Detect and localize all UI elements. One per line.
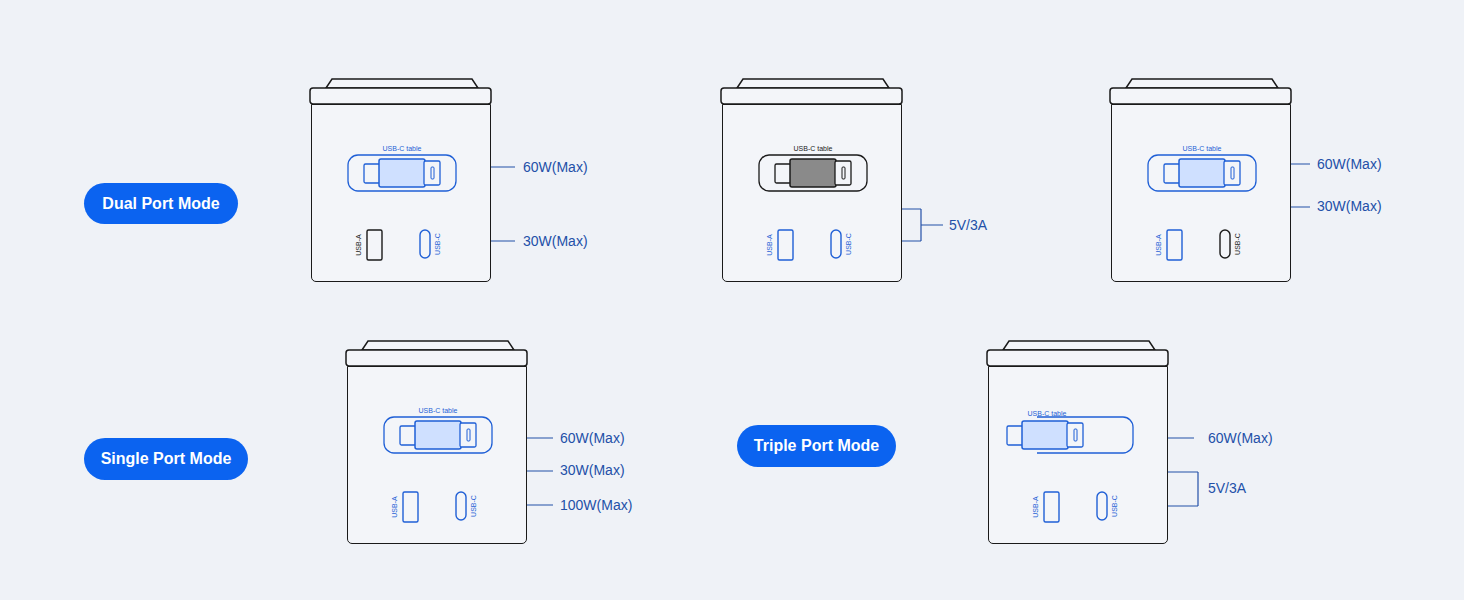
mode-label: Dual Port Mode <box>102 195 219 213</box>
port-label: USB-C <box>1111 495 1118 517</box>
slot-label: USB-C table <box>383 145 422 152</box>
power-callout: 100W(Max) <box>560 497 632 513</box>
usb-c-port <box>1220 230 1230 258</box>
charger-body: USB-C tableUSB-A USB-C <box>347 366 527 544</box>
usb-a-port <box>1167 230 1182 260</box>
slot-label: USB-C table <box>1028 410 1067 417</box>
port-label: USB-A <box>766 234 773 255</box>
slot-label: USB-C table <box>1183 145 1222 152</box>
power-callout: 5V/3A <box>1208 480 1246 496</box>
charger-body: USB-C tableUSB-A USB-C <box>988 366 1168 544</box>
power-callout: 30W(Max) <box>523 233 588 249</box>
charger-drawing <box>312 105 492 283</box>
port-label: USB-A <box>391 496 398 517</box>
port-label: USB-A <box>1155 234 1162 255</box>
power-callout: 60W(Max) <box>523 159 588 175</box>
mode-pill: Triple Port Mode <box>737 425 896 467</box>
power-callout: 60W(Max) <box>1208 430 1273 446</box>
mode-label: Single Port Mode <box>101 450 232 468</box>
charger-drawing <box>348 367 528 545</box>
power-callout: 60W(Max) <box>1317 156 1382 172</box>
charger-body: USB-C tableUSB-A USB-C <box>722 104 902 282</box>
port-label: USB-C <box>470 495 477 517</box>
port-label: USB-C <box>845 233 852 255</box>
port-label: USB-C <box>1234 233 1241 255</box>
usb-a-port <box>778 230 793 260</box>
mode-pill: Single Port Mode <box>84 438 248 480</box>
usb-c-port <box>1097 492 1107 520</box>
usb-c-port <box>831 230 841 258</box>
power-callout: 30W(Max) <box>1317 198 1382 214</box>
port-label: USB-C <box>434 233 441 255</box>
usb-a-port <box>1044 492 1059 522</box>
mode-label: Triple Port Mode <box>754 437 879 455</box>
charger-drawing <box>1112 105 1292 283</box>
power-callout: 30W(Max) <box>560 462 625 478</box>
usb-a-port <box>367 230 382 260</box>
charger-body: USB-C tableUSB-A USB-C <box>311 104 491 282</box>
slot-label: USB-C table <box>794 145 833 152</box>
power-callout: 5V/3A <box>949 217 987 233</box>
power-callout: 60W(Max) <box>560 430 625 446</box>
charger-body: USB-C tableUSB-A USB-C <box>1111 104 1291 282</box>
slot-label: USB-C table <box>419 407 458 414</box>
usb-c-port <box>420 230 430 258</box>
charger-drawing <box>989 367 1169 545</box>
port-label: USB-A <box>1032 496 1039 517</box>
usb-a-port <box>403 492 418 522</box>
mode-pill: Dual Port Mode <box>84 183 238 224</box>
usb-c-port <box>456 492 466 520</box>
charger-drawing <box>723 105 903 283</box>
port-label: USB-A <box>355 234 362 255</box>
